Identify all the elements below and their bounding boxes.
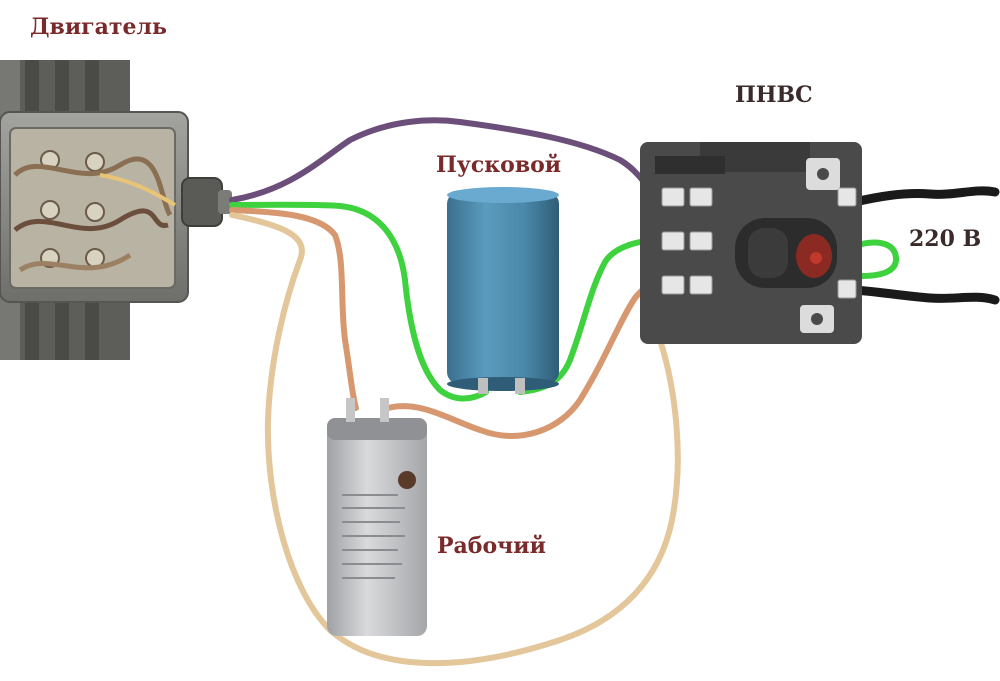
run-capacitor bbox=[327, 398, 427, 636]
switch-red-lamp bbox=[810, 252, 822, 264]
run-capacitor-logo bbox=[398, 471, 416, 489]
label-run-capacitor: Рабочий bbox=[437, 533, 546, 559]
cable-mains-bottom bbox=[850, 285, 1000, 305]
wire-orange-run-cap-to-switch bbox=[385, 277, 667, 439]
cable-gland bbox=[181, 177, 223, 227]
run-capacitor-terminal-right bbox=[380, 398, 389, 422]
run-capacitor-body bbox=[327, 418, 427, 636]
run-capacitor-terminal-left bbox=[346, 398, 355, 422]
switch-start-button bbox=[748, 228, 788, 278]
wire-green-jumper bbox=[859, 239, 899, 279]
motor bbox=[0, 60, 232, 360]
label-switch: ПНВС bbox=[735, 82, 813, 108]
wire-orange-motor-to-run-cap bbox=[229, 207, 359, 411]
wire-beige-loop bbox=[229, 212, 681, 667]
cable-mains-top bbox=[850, 186, 1000, 207]
label-voltage: 220 В bbox=[909, 226, 982, 252]
label-motor: Двигатель bbox=[30, 14, 167, 40]
switch-terminals bbox=[661, 187, 857, 299]
start-capacitor bbox=[447, 187, 559, 394]
label-start-capacitor: Пусковой bbox=[436, 152, 562, 178]
start-capacitor-body bbox=[447, 192, 559, 384]
switch-pnvs bbox=[640, 142, 862, 344]
wire-purple bbox=[229, 117, 663, 211]
start-capacitor-terminal-left bbox=[478, 378, 488, 394]
wires bbox=[229, 117, 1000, 667]
wire-green-motor-to-start-cap bbox=[229, 201, 489, 402]
start-capacitor-terminal-right bbox=[515, 378, 525, 394]
